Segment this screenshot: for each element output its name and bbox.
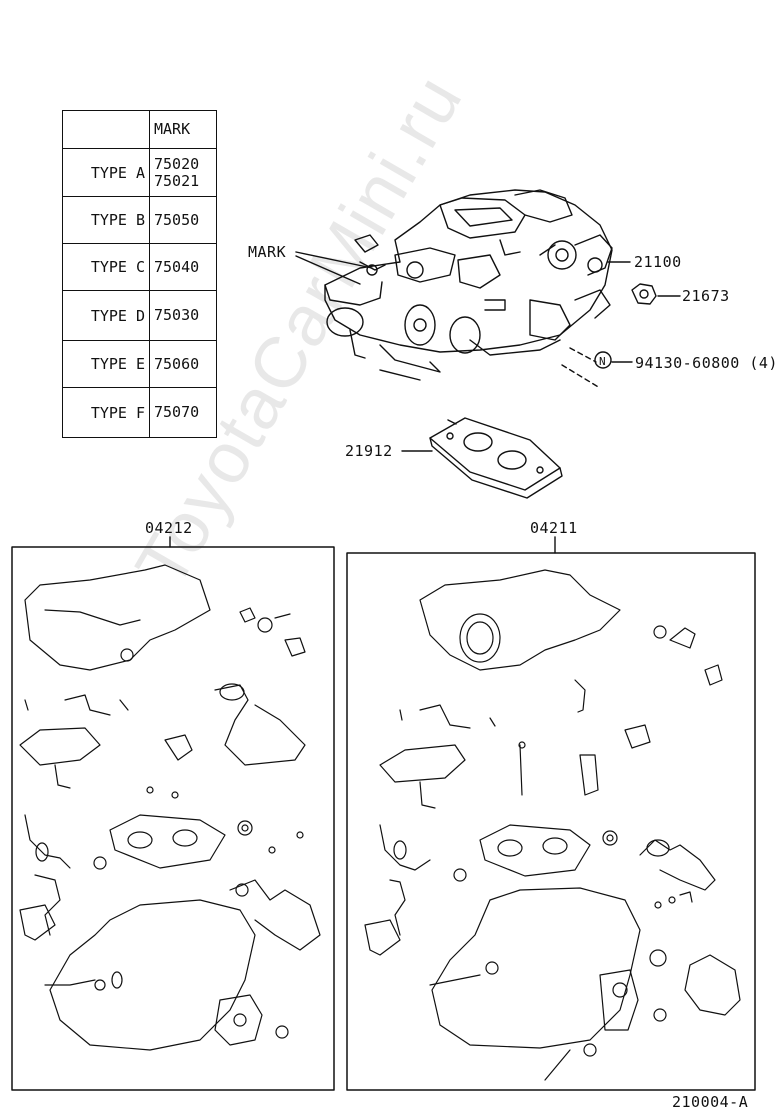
- n-marker-text: N: [599, 355, 606, 368]
- line-art: N: [11, 189, 756, 1091]
- table-row: TYPE D 75030: [62, 290, 217, 341]
- table-row: TYPE C 75040: [62, 243, 217, 291]
- stud-callout: [561, 347, 633, 389]
- table-row: TYPE F 75070: [62, 387, 217, 438]
- part-number-gasket: 21912: [345, 442, 393, 460]
- mark-value-line: 75021: [154, 171, 200, 190]
- part-number-stud: 94130-60800 (4): [635, 354, 778, 372]
- mark-value: 75030: [149, 290, 217, 341]
- kit-left-frame: [11, 546, 335, 1091]
- table-row: TYPE E 75060: [62, 340, 217, 388]
- type-label: TYPE C: [62, 243, 150, 291]
- kit-left-parts: [19, 564, 321, 1051]
- carburetor-assembly: [324, 189, 613, 381]
- mark-leader-line: [295, 251, 373, 269]
- mark-value: 75020 75021: [149, 148, 217, 197]
- type-label: TYPE E: [62, 340, 150, 388]
- mark-callout: MARK: [248, 243, 287, 261]
- n-marker-icon: [594, 351, 612, 369]
- diagram-id: 210004-A: [672, 1093, 749, 1111]
- part-number-kit-right: 04211: [530, 519, 578, 537]
- mark-value: 75040: [149, 243, 217, 291]
- mark-value: 75050: [149, 196, 217, 244]
- part-number-nut: 21673: [682, 287, 730, 305]
- parts-diagram: ToyotaCarMini.ru MARK TYPE A 75020 75021…: [11, 62, 777, 1111]
- mark-leader-line: [295, 255, 361, 285]
- kit-right-frame: [346, 552, 756, 1091]
- table-row: TYPE B 75050: [62, 196, 217, 244]
- kit-right-parts: [364, 569, 741, 1081]
- nut-part: [631, 283, 681, 305]
- mark-value: 75060: [149, 340, 217, 388]
- part-number-carburetor: 21100: [634, 253, 682, 271]
- mark-value-line: 75020: [154, 154, 200, 173]
- type-mark-table: MARK TYPE A 75020 75021 TYPE B 75050 TYP…: [62, 110, 217, 438]
- part-number-kit-left: 04212: [145, 519, 193, 537]
- type-label: TYPE D: [62, 290, 150, 341]
- gasket-part: [401, 417, 563, 499]
- mark-value: 75070: [149, 387, 217, 438]
